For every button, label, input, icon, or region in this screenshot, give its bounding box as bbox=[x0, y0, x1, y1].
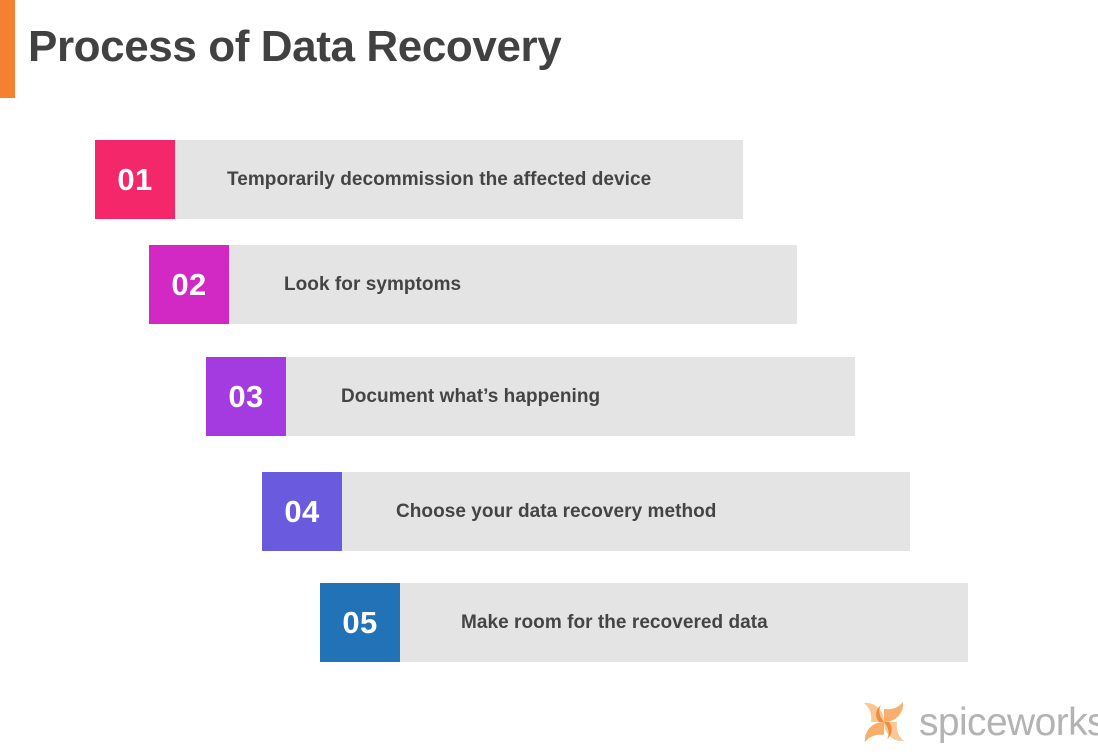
spiceworks-pinwheel-icon bbox=[864, 702, 904, 742]
step-number: 01 bbox=[117, 162, 153, 197]
step-number-box: 02 bbox=[149, 245, 229, 324]
step-track bbox=[320, 583, 968, 662]
process-step-row: 03 Document what’s happening bbox=[206, 357, 855, 436]
step-number-box: 01 bbox=[95, 140, 175, 219]
spiceworks-wordmark: spiceworks bbox=[919, 700, 1098, 744]
process-step-row: 01 Temporarily decommission the affected … bbox=[95, 140, 743, 219]
step-number-box: 04 bbox=[262, 472, 342, 551]
page-title: Process of Data Recovery bbox=[28, 22, 562, 71]
step-track bbox=[262, 472, 910, 551]
step-label: Look for symptoms bbox=[284, 273, 462, 295]
process-step-row: 05 Make room for the recovered data bbox=[320, 583, 968, 662]
process-step-row: 04 Choose your data recovery method bbox=[262, 472, 910, 551]
step-track bbox=[95, 140, 743, 219]
step-track bbox=[149, 245, 797, 324]
page-header: Process of Data Recovery bbox=[0, 0, 1098, 100]
step-number: 04 bbox=[284, 494, 320, 529]
spiceworks-logo: spiceworks bbox=[857, 696, 1098, 748]
step-number: 02 bbox=[171, 267, 207, 302]
orange-accent-bar bbox=[0, 0, 15, 98]
step-label: Temporarily decommission the affected de… bbox=[227, 168, 652, 190]
step-number-box: 05 bbox=[320, 583, 400, 662]
step-label: Document what’s happening bbox=[341, 385, 601, 407]
step-label: Choose your data recovery method bbox=[396, 500, 717, 522]
step-label: Make room for the recovered data bbox=[461, 611, 768, 633]
step-track bbox=[206, 357, 855, 436]
step-number-box: 03 bbox=[206, 357, 286, 436]
step-number: 03 bbox=[228, 379, 264, 414]
process-step-row: 02 Look for symptoms bbox=[149, 245, 797, 324]
step-number: 05 bbox=[342, 605, 378, 640]
